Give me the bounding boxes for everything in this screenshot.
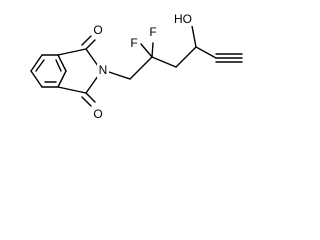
atom-hydroxyl: HO <box>174 12 192 26</box>
chemical-structure: O O N F F HO <box>30 12 243 121</box>
bond-co-bottom-b <box>81 96 92 107</box>
bond-ch2b-choh <box>175 46 197 68</box>
bond-ring-c5-c6 <box>57 70 67 88</box>
atom-oxygen-top: O <box>93 23 102 37</box>
bond-co-top-a <box>85 39 96 50</box>
bond-cf2-f1 <box>140 43 153 58</box>
bond-ch2-cf2 <box>129 56 153 80</box>
bond-n-ch2 <box>105 70 131 80</box>
bond-ring-inner-3 <box>55 59 62 72</box>
benzene-ring <box>30 54 67 88</box>
imide-ring <box>57 35 99 107</box>
bond-co-bottom-a <box>85 92 96 103</box>
bond-ring-c3-c4 <box>30 70 43 88</box>
bond-choh-alkyne <box>195 46 217 59</box>
bond-ring-inner-1 <box>35 59 45 72</box>
atom-nitrogen: N <box>99 63 108 77</box>
bond-cf2-f2 <box>151 42 154 58</box>
bond-co-top-b <box>81 35 92 46</box>
bond-ring-c6-c1 <box>57 54 67 72</box>
bond-c5-cobottom <box>57 86 87 94</box>
atom-oxygen-bottom: O <box>93 107 102 121</box>
bond-cotop-n <box>85 48 99 67</box>
atom-fluorine-1: F <box>130 36 137 50</box>
bond-choh-oh <box>191 25 197 48</box>
atom-labels: O O N F F HO <box>92 12 194 121</box>
bond-cf2-ch2b <box>151 56 177 68</box>
bond-ring-c2-c3 <box>30 54 43 72</box>
atom-fluorine-2: F <box>149 25 156 39</box>
side-chain <box>105 25 243 80</box>
bond-c1-cotop <box>57 48 87 56</box>
bond-cobottom-n <box>85 75 99 94</box>
